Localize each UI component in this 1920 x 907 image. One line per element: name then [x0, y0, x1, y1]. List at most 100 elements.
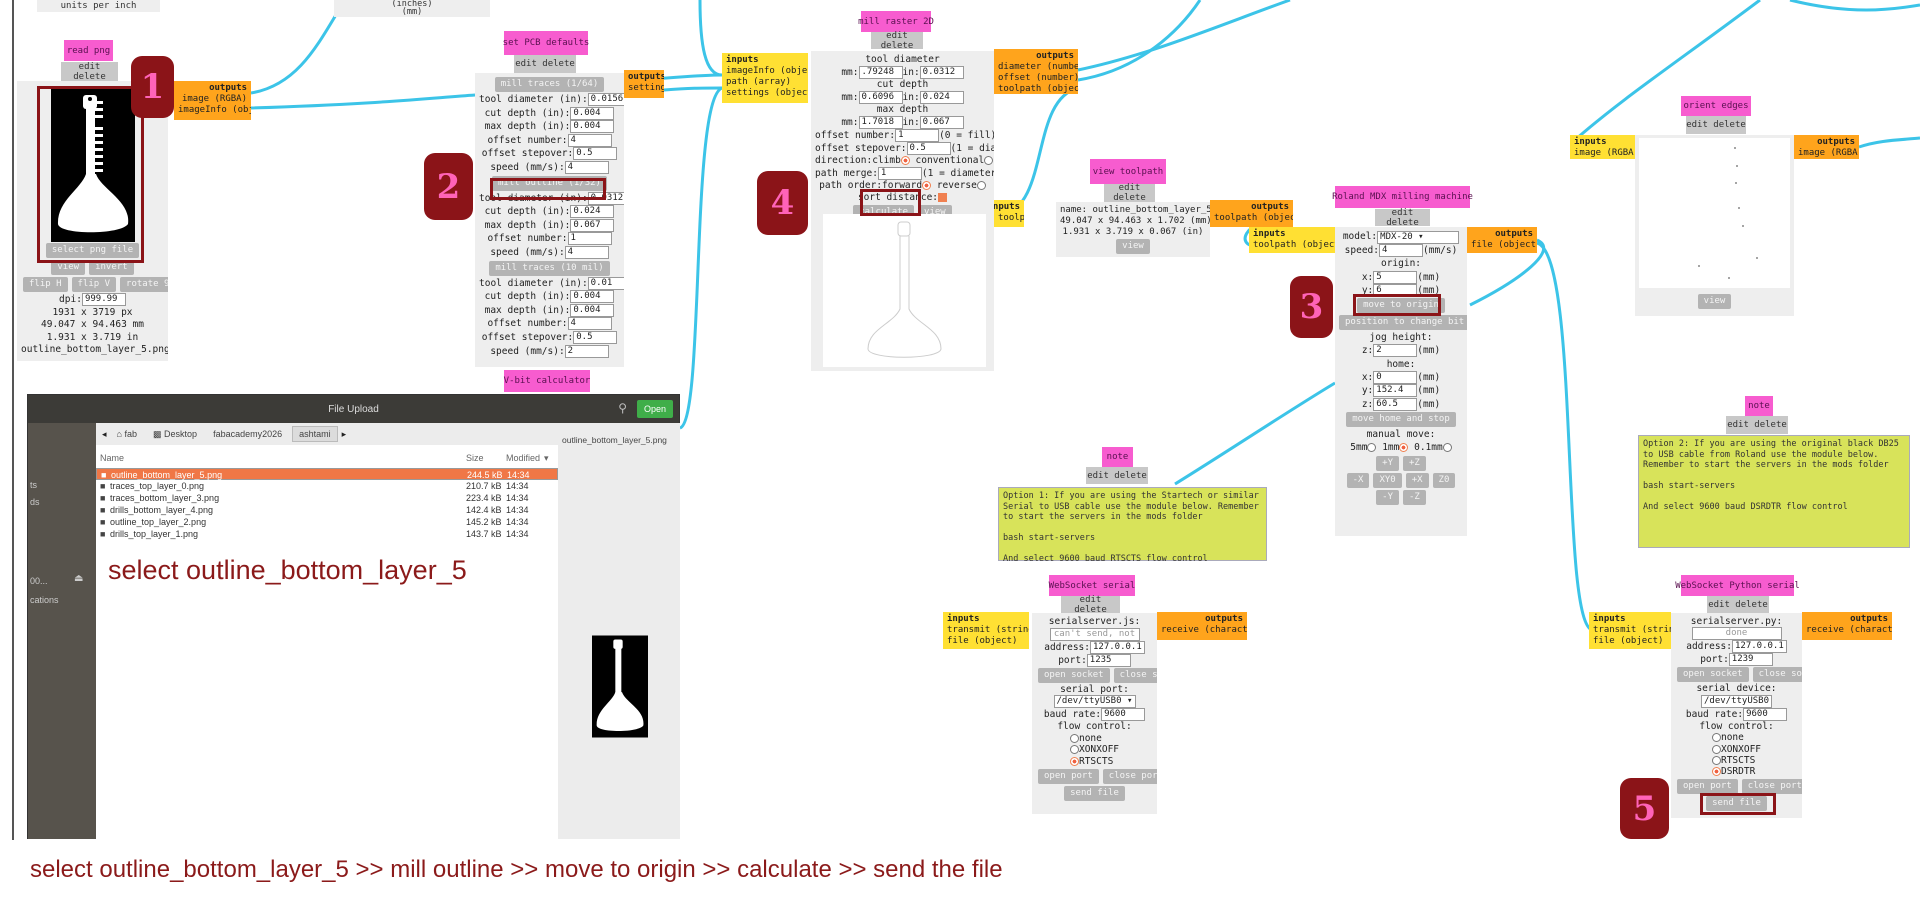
- y-button[interactable]: -Y: [1376, 489, 1399, 505]
- baud-rate-input[interactable]: 9600: [1743, 707, 1788, 721]
- edit-delete-button[interactable]: edit delete: [61, 62, 118, 82]
- offset-number-input[interactable]: 1: [567, 232, 612, 246]
- radio-option[interactable]: none: [1069, 733, 1119, 745]
- edit-delete-button[interactable]: edit delete: [1104, 183, 1155, 203]
- y-button[interactable]: +Y: [1376, 455, 1399, 471]
- module-title-websocket-serial[interactable]: WebSocket serial: [1049, 575, 1135, 596]
- open-socket-button[interactable]: open socket: [1677, 667, 1749, 683]
- output-port[interactable]: settings: [628, 83, 664, 93]
- speed-mm-s-input[interactable]: 2: [564, 344, 609, 358]
- column-size[interactable]: Size: [466, 453, 484, 463]
- output-port[interactable]: diameter (number): [998, 62, 1078, 72]
- radio-climb[interactable]: [900, 156, 910, 165]
- in-input[interactable]: 0.067: [919, 116, 964, 129]
- module-title-view-toolpath[interactable]: view toolpath: [1090, 159, 1166, 184]
- tool-diameter-in-input[interactable]: 0.01: [587, 276, 624, 290]
- edit-delete-button[interactable]: edit delete: [1375, 208, 1430, 228]
- open-socket-button[interactable]: open socket: [1038, 667, 1110, 683]
- position-to-change-bit-button[interactable]: position to change bit: [1339, 315, 1467, 331]
- input-port[interactable]: file (object): [1593, 636, 1664, 646]
- sidebar-item[interactable]: ts: [30, 480, 38, 490]
- open-port-button[interactable]: open port: [1677, 778, 1738, 794]
- x-button[interactable]: -X: [1346, 472, 1370, 488]
- view-button[interactable]: view: [51, 260, 86, 275]
- offset-number-input[interactable]: 1: [895, 129, 940, 142]
- crumb-fab[interactable]: ⌂ fab: [111, 427, 143, 441]
- view-button[interactable]: view: [1116, 239, 1150, 254]
- eject-icon[interactable]: ⏏: [74, 573, 84, 584]
- note-text-area[interactable]: Option 1: If you are using the Startech …: [998, 487, 1267, 564]
- output-port[interactable]: image (RGBA): [1798, 148, 1859, 158]
- close-port-button[interactable]: close port: [1741, 778, 1802, 794]
- radio-rtscts[interactable]: [1711, 756, 1721, 766]
- input-port[interactable]: imageInfo (object): [726, 66, 808, 76]
- module-title-python-serial[interactable]: WebSocket Python serial: [1675, 575, 1800, 596]
- mill-traces-10-mil-button[interactable]: mill traces (10 mil): [489, 260, 610, 276]
- mm-input[interactable]: 1.7018: [858, 116, 903, 129]
- sidebar-item[interactable]: ds: [30, 497, 40, 507]
- back-arrow-icon[interactable]: ◂: [102, 428, 107, 439]
- output-port[interactable]: offset (number): [998, 73, 1078, 83]
- cut-depth-in-input[interactable]: 0.004: [570, 290, 615, 304]
- note-text-area[interactable]: Option 2: If you are using the original …: [1638, 435, 1910, 548]
- in-input[interactable]: 0.0312: [919, 66, 964, 79]
- module-title-mill-raster[interactable]: mill raster 2D: [858, 11, 934, 32]
- module-title-note[interactable]: note: [1745, 396, 1773, 416]
- offset-stepover-input[interactable]: 0.5: [906, 142, 951, 155]
- max-depth-in-input[interactable]: 0.004: [570, 120, 615, 134]
- z-input[interactable]: 2: [1373, 344, 1418, 358]
- offset-stepover-input[interactable]: 0.5: [573, 147, 618, 161]
- address-input[interactable]: 127.0.0.1: [1089, 640, 1145, 654]
- mm-input[interactable]: 0.6096: [858, 91, 903, 104]
- radio-xonxoff[interactable]: [1069, 745, 1079, 755]
- radio-option[interactable]: none: [1711, 732, 1761, 743]
- radio-forward[interactable]: [922, 181, 932, 190]
- edit-delete-button[interactable]: edit delete: [1061, 595, 1120, 615]
- view-button[interactable]: view: [1697, 294, 1732, 309]
- max-depth-in-input[interactable]: 0.067: [570, 218, 615, 232]
- offset-number-input[interactable]: 4: [567, 133, 612, 147]
- edit-delete-button[interactable]: edit delete: [1686, 116, 1746, 134]
- crumb-desktop[interactable]: ▩ Desktop: [147, 427, 203, 442]
- radio-none[interactable]: [1069, 733, 1079, 743]
- speed-input[interactable]: 4: [1379, 244, 1423, 257]
- radio-option[interactable]: XONXOFF: [1711, 744, 1761, 755]
- column-modified[interactable]: Modified: [506, 453, 541, 463]
- x-button[interactable]: +X: [1405, 472, 1429, 488]
- module-title-pcb-defaults[interactable]: set PCB defaults: [503, 31, 589, 55]
- module-title-orient-edges[interactable]: orient edges: [1681, 96, 1751, 116]
- offset-stepover-input[interactable]: 0.5: [573, 330, 618, 344]
- flip-v-button[interactable]: flip V: [71, 277, 117, 292]
- radio-conventional[interactable]: [984, 156, 994, 165]
- module-title-read-png[interactable]: read png: [64, 40, 113, 61]
- module-title-roland[interactable]: Roland MDX milling machine: [1332, 186, 1473, 208]
- move-to-origin-button[interactable]: move to origin: [1357, 298, 1445, 314]
- send-file-button[interactable]: send file: [1706, 795, 1767, 811]
- module-title-note[interactable]: note: [1102, 447, 1133, 467]
- y-input[interactable]: 152.4: [1373, 384, 1418, 398]
- radio-xonxoff[interactable]: [1711, 744, 1721, 754]
- z-button[interactable]: +Z: [1403, 455, 1426, 471]
- mm-input[interactable]: .79248: [858, 66, 903, 79]
- x-input[interactable]: 5: [1373, 270, 1418, 284]
- edit-delete-button[interactable]: edit delete: [514, 55, 576, 73]
- output-port[interactable]: toolpath (object): [998, 84, 1078, 94]
- z0-button[interactable]: Z0: [1432, 472, 1456, 488]
- z-input[interactable]: 60.5: [1373, 397, 1418, 411]
- max-depth-in-input[interactable]: 0.004: [570, 303, 615, 317]
- radio-option[interactable]: DSRDTR: [1711, 766, 1761, 777]
- output-port[interactable]: file (object): [1471, 240, 1537, 250]
- move-home-and-stop-button[interactable]: move home and stop: [1346, 411, 1456, 427]
- input-port[interactable]: image (RGBA): [1574, 148, 1635, 158]
- select-png-file-button[interactable]: select png file: [45, 243, 140, 258]
- xy0-button[interactable]: XY0: [1373, 472, 1402, 488]
- rotate-90cw-button[interactable]: rotate 90CW: [120, 277, 168, 292]
- input-port[interactable]: toolpath (object): [1253, 240, 1335, 250]
- sidebar-item[interactable]: 00...: [30, 576, 48, 586]
- offset-number-input[interactable]: 4: [567, 317, 612, 331]
- sidebar-item[interactable]: cations: [30, 595, 59, 605]
- column-name[interactable]: Name: [100, 453, 125, 463]
